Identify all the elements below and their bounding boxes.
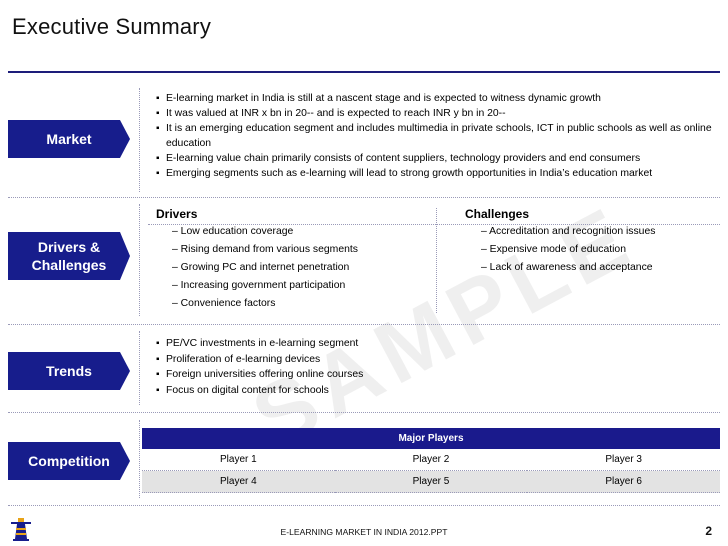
- challenge-item: – Accreditation and recognition issues: [481, 226, 656, 237]
- trends-section-label: Trends: [8, 352, 130, 390]
- trend-bullet: Foreign universities offering online cou…: [156, 367, 712, 383]
- market-bullet: It is an emerging education segment and …: [156, 121, 712, 151]
- section-divider: [8, 324, 720, 325]
- section-divider: [8, 197, 720, 198]
- lighthouse-logo-icon: [11, 518, 31, 541]
- driver-item: – Low education coverage: [172, 226, 294, 237]
- challenge-item: – Lack of awareness and acceptance: [481, 262, 653, 273]
- driver-item: – Increasing government participation: [172, 280, 346, 291]
- drivers-challenges-column-divider: [436, 208, 437, 313]
- drivers-challenges-label-line1: Drivers &: [37, 239, 101, 255]
- major-players-header: Major Players: [142, 428, 720, 449]
- footer-text: E-LEARNING MARKET IN INDIA 2012.PPT: [280, 527, 448, 537]
- driver-item: – Convenience factors: [172, 298, 276, 309]
- market-bullet: E-learning value chain primarily consist…: [156, 151, 712, 166]
- drivers-challenges-header-rule: [148, 224, 720, 225]
- competition-label: Competition: [28, 453, 110, 469]
- market-bullet: Emerging segments such as e-learning wil…: [156, 166, 712, 181]
- drivers-challenges-section-label: Drivers & Challenges: [8, 232, 130, 280]
- table-cell: Player 5: [334, 470, 528, 493]
- table-cell: Player 6: [527, 470, 720, 493]
- drivers-divider: [139, 204, 140, 316]
- trends-bullets: PE/VC investments in e-learning segment …: [156, 336, 712, 398]
- competition-section-label: Competition: [8, 442, 130, 480]
- competition-divider: [139, 420, 140, 498]
- trends-label: Trends: [46, 363, 92, 379]
- market-bullet: E-learning market in India is still at a…: [156, 91, 712, 106]
- drivers-list: – Low education coverage – Rising demand…: [172, 223, 432, 313]
- major-players-table: Major Players Player 1 Player 2 Player 3…: [142, 428, 720, 493]
- table-cell: Player 4: [142, 470, 335, 493]
- table-cell: Player 1: [142, 449, 335, 471]
- challenges-list: – Accreditation and recognition issues –…: [481, 223, 716, 277]
- table-row: Player 1 Player 2 Player 3: [142, 449, 720, 471]
- table-cell: Player 2: [334, 449, 528, 471]
- driver-item: – Rising demand from various segments: [172, 244, 358, 255]
- section-divider: [8, 412, 720, 413]
- challenge-item: – Expensive mode of education: [481, 244, 626, 255]
- table-row: Player 4 Player 5 Player 6: [142, 470, 720, 493]
- market-label: Market: [46, 131, 92, 147]
- table-cell: Player 3: [527, 449, 720, 471]
- challenges-heading: Challenges: [465, 207, 530, 221]
- market-bullets: E-learning market in India is still at a…: [156, 91, 712, 181]
- trends-divider: [139, 331, 140, 405]
- footer-divider: [8, 505, 720, 506]
- trend-bullet: Focus on digital content for schools: [156, 383, 712, 399]
- title-divider: [8, 71, 720, 73]
- trend-bullet: PE/VC investments in e-learning segment: [156, 336, 712, 352]
- trend-bullet: Proliferation of e-learning devices: [156, 352, 712, 368]
- drivers-challenges-label-line2: Challenges: [31, 257, 107, 273]
- market-section-label: Market: [8, 120, 130, 158]
- page-title: Executive Summary: [12, 14, 212, 39]
- page-number: 2: [705, 524, 712, 538]
- market-bullet: It was valued at INR x bn in 20-- and is…: [156, 106, 712, 121]
- market-divider: [139, 88, 140, 192]
- driver-item: – Growing PC and internet penetration: [172, 262, 350, 273]
- drivers-heading: Drivers: [156, 207, 198, 221]
